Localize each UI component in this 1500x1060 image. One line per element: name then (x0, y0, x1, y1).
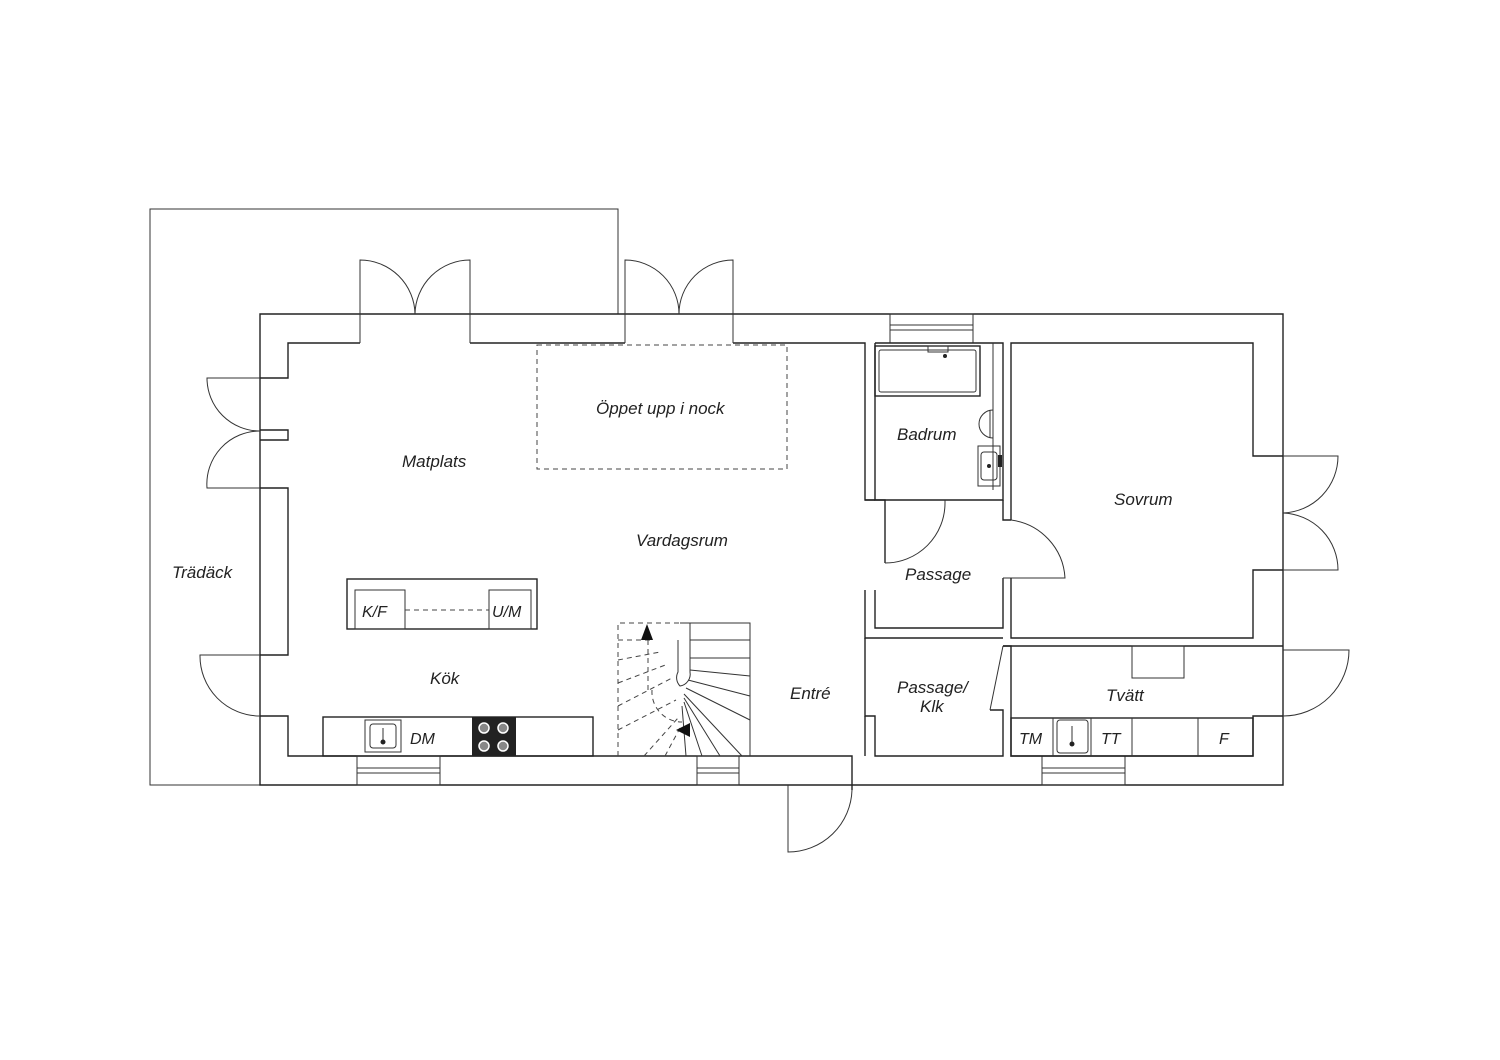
toilet-icon (978, 409, 994, 439)
french-door-vardagsrum[interactable] (624, 259, 734, 343)
fixture-label-tt: TT (1101, 731, 1122, 748)
passage-left (864, 590, 1003, 639)
stove-icon (472, 717, 516, 756)
room-label-passage-klk: Passage/ (897, 678, 970, 697)
staircase (617, 622, 751, 757)
open-to-ridge-area (536, 344, 788, 470)
sink-icon (1056, 719, 1089, 754)
room-label-tvatt: Tvätt (1106, 686, 1145, 705)
room-label-tradack: Trädäck (172, 563, 234, 582)
fixture-label-tm: TM (1019, 731, 1043, 748)
washbasin-icon (977, 445, 1002, 487)
tvatt-left (1003, 645, 1012, 716)
entrance-door[interactable] (787, 785, 853, 853)
room-label-kok: Kök (430, 669, 461, 688)
french-door-sovrum[interactable] (1282, 455, 1339, 571)
window-badrum (889, 313, 974, 344)
outer-wall-outline (259, 313, 1284, 786)
tvatt-lower (1010, 715, 1283, 757)
window-kok (356, 755, 441, 786)
fixture-label-um: U/M (492, 604, 522, 621)
passage-lower (874, 578, 1004, 629)
door-badrum[interactable] (884, 500, 946, 564)
bathtub-icon (874, 345, 981, 397)
french-door-matplats[interactable] (359, 259, 471, 343)
room-label-passage-klk-2: Klk (920, 697, 945, 716)
room-label-badrum: Badrum (897, 425, 957, 444)
sovrum-lower (1010, 569, 1283, 639)
inner-wall-living (260, 342, 360, 379)
inner-wall-top-b (733, 342, 886, 563)
door-sovrum[interactable] (1003, 519, 1066, 579)
kitchen-island (346, 578, 538, 630)
kitchen-counter (322, 716, 594, 757)
inner-wall-living-c (260, 715, 853, 790)
room-label-vardagsrum: Vardagsrum (636, 531, 728, 550)
room-label-entre: Entré (790, 684, 831, 703)
passage-walls (1002, 500, 1011, 521)
door-tvatt-outer[interactable] (1282, 649, 1350, 717)
inner-wall-living-b (260, 487, 289, 656)
room-label-passage: Passage (905, 565, 971, 584)
tvatt-counter (1010, 717, 1254, 757)
badrum-walls (874, 342, 1004, 501)
deck-outline (149, 208, 619, 786)
door-tvatt-leaf[interactable] (989, 645, 1004, 711)
fixture-label-kf: K/F (362, 604, 388, 621)
room-label-sovrum: Sovrum (1114, 490, 1173, 509)
window-stair (696, 755, 740, 786)
tvatt-cabinet (1131, 645, 1185, 679)
room-label-oppet: Öppet upp i nock (596, 399, 726, 418)
door-kok-deck[interactable] (199, 654, 261, 717)
stair-arrow-icon (641, 624, 690, 737)
sovrum-walls (1010, 342, 1283, 520)
sink-icon (364, 719, 402, 753)
window-tvatt (1041, 755, 1126, 786)
room-label-matplats: Matplats (402, 452, 467, 471)
french-door-deck[interactable] (206, 377, 261, 489)
inner-wall-left-c (260, 429, 289, 441)
fixture-label-dm: DM (410, 731, 436, 748)
fixture-label-f: F (1219, 731, 1230, 748)
